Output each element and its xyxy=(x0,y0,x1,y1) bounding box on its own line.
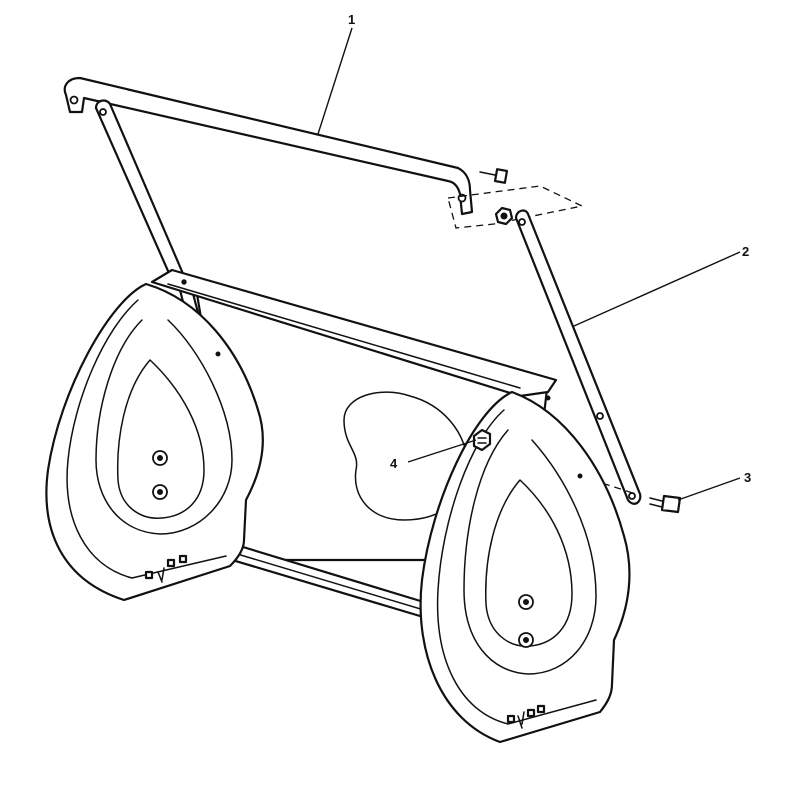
callout-3: 3 xyxy=(744,470,751,485)
bolt-nut-guide xyxy=(447,168,585,243)
bolt-part-3 xyxy=(579,475,682,514)
top-cross-plate xyxy=(150,268,558,398)
callout-4: 4 xyxy=(390,456,398,471)
nut-part-4 xyxy=(472,428,492,452)
right-brace-part-2 xyxy=(514,209,642,505)
left-side-plate xyxy=(45,282,264,602)
callout-1: 1 xyxy=(348,12,355,27)
callout-2: 2 xyxy=(742,244,749,259)
leader-lines xyxy=(317,27,741,501)
right-side-plate xyxy=(419,390,631,744)
